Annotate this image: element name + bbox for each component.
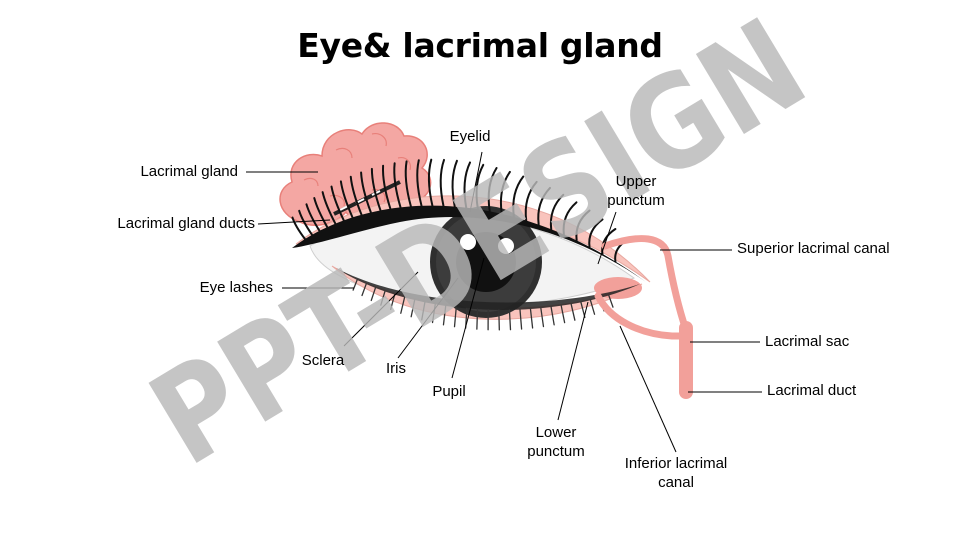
lacrimal-drainage-illustration (594, 235, 693, 399)
eyelash (410, 299, 416, 318)
eyelash (360, 171, 372, 214)
label-sclera: Sclera (301, 352, 345, 369)
eyelash (475, 163, 485, 211)
watermark-text: PPT-DESIGN (127, 0, 829, 495)
eyelash (416, 159, 423, 207)
eyelash (330, 185, 345, 222)
label-lower-punctum-line1: Lower (535, 424, 577, 441)
label-lower-punctum-line2: punctum (527, 443, 585, 460)
label-pupil: Pupil (432, 383, 466, 400)
eyelash (560, 305, 566, 324)
label-lacrimal-sac: Lacrimal sac (765, 333, 850, 350)
label-upper-punctum-line1: Upper (615, 173, 657, 190)
eyelash (361, 283, 367, 297)
eyelash (508, 309, 512, 331)
eyelash (381, 164, 392, 210)
eyelash (370, 167, 382, 212)
eyelash (580, 301, 586, 319)
eyelash (390, 293, 396, 311)
leader-upper-punctum (597, 211, 617, 265)
eyelash (349, 175, 363, 216)
eyelash (421, 301, 426, 321)
leader-eyelid (469, 151, 483, 213)
leader-pupil (451, 257, 485, 379)
eyelash (608, 294, 614, 308)
label-eye-lashes: Eye lashes (199, 279, 273, 296)
eyelash (550, 306, 555, 326)
eyelash (570, 303, 576, 321)
eyelash (439, 158, 446, 207)
label-inferior-canal-line1: Inferior lacrimal (624, 455, 728, 472)
eyelash (463, 161, 472, 209)
leader-lower-punctum (557, 301, 589, 421)
eyelash (562, 201, 578, 236)
eyelash (339, 180, 354, 219)
leader-sclera (343, 271, 419, 347)
eyelash (451, 159, 458, 208)
page-title: Eye& lacrimal gland (297, 26, 663, 65)
leader-inferior-canal (619, 325, 677, 453)
eyelash (476, 308, 479, 330)
upper-eyelashes (291, 158, 630, 263)
eyelash (305, 203, 321, 232)
lower-lash-line (336, 268, 640, 310)
eyelash (575, 209, 591, 242)
label-lower-punctum: Lower punctum (527, 423, 585, 461)
label-inferior-canal: Inferior lacrimal canal (625, 454, 728, 492)
eyelash (519, 308, 523, 330)
label-iris: Iris (386, 360, 406, 377)
eyelash (589, 299, 596, 315)
leader-lacrimal-gland-ducts (257, 219, 331, 225)
eyelash (498, 309, 500, 331)
eyelash (380, 290, 386, 306)
eyelash (431, 303, 436, 324)
eyelash (427, 158, 434, 207)
eyelash (400, 296, 406, 314)
leader-lines (246, 151, 762, 453)
lower-eyelashes (352, 279, 614, 331)
eyelash (524, 180, 538, 222)
label-inferior-canal-line2: canal (658, 474, 694, 491)
eyelash (370, 287, 377, 302)
eyelash (540, 307, 545, 328)
label-upper-punctum-line2: punctum (607, 192, 665, 209)
eyelash (442, 305, 447, 326)
leader-iris (397, 277, 459, 359)
label-lacrimal-gland-ducts: Lacrimal gland ducts (117, 215, 255, 232)
label-upper-punctum: Upper punctum (607, 172, 665, 210)
eyelash (529, 308, 534, 329)
iris-illustration (430, 206, 542, 318)
label-superior-canal: Superior lacrimal canal (737, 240, 890, 257)
eyelash (404, 160, 412, 208)
eyelash (313, 197, 329, 229)
eyelash (291, 216, 307, 241)
eyelash (321, 191, 337, 225)
eyelash (453, 306, 457, 328)
eyelash (549, 193, 565, 231)
label-lacrimal-gland: Lacrimal gland (140, 163, 238, 180)
eyelash (499, 170, 511, 215)
eyelash (512, 175, 525, 218)
eyelash (487, 166, 498, 213)
eyelash (537, 186, 551, 226)
upper-lash-line (292, 205, 646, 282)
eyelash (588, 218, 604, 248)
eyelash (393, 162, 402, 209)
label-eyelid: Eyelid (449, 128, 491, 145)
label-lacrimal-duct: Lacrimal duct (767, 382, 857, 399)
